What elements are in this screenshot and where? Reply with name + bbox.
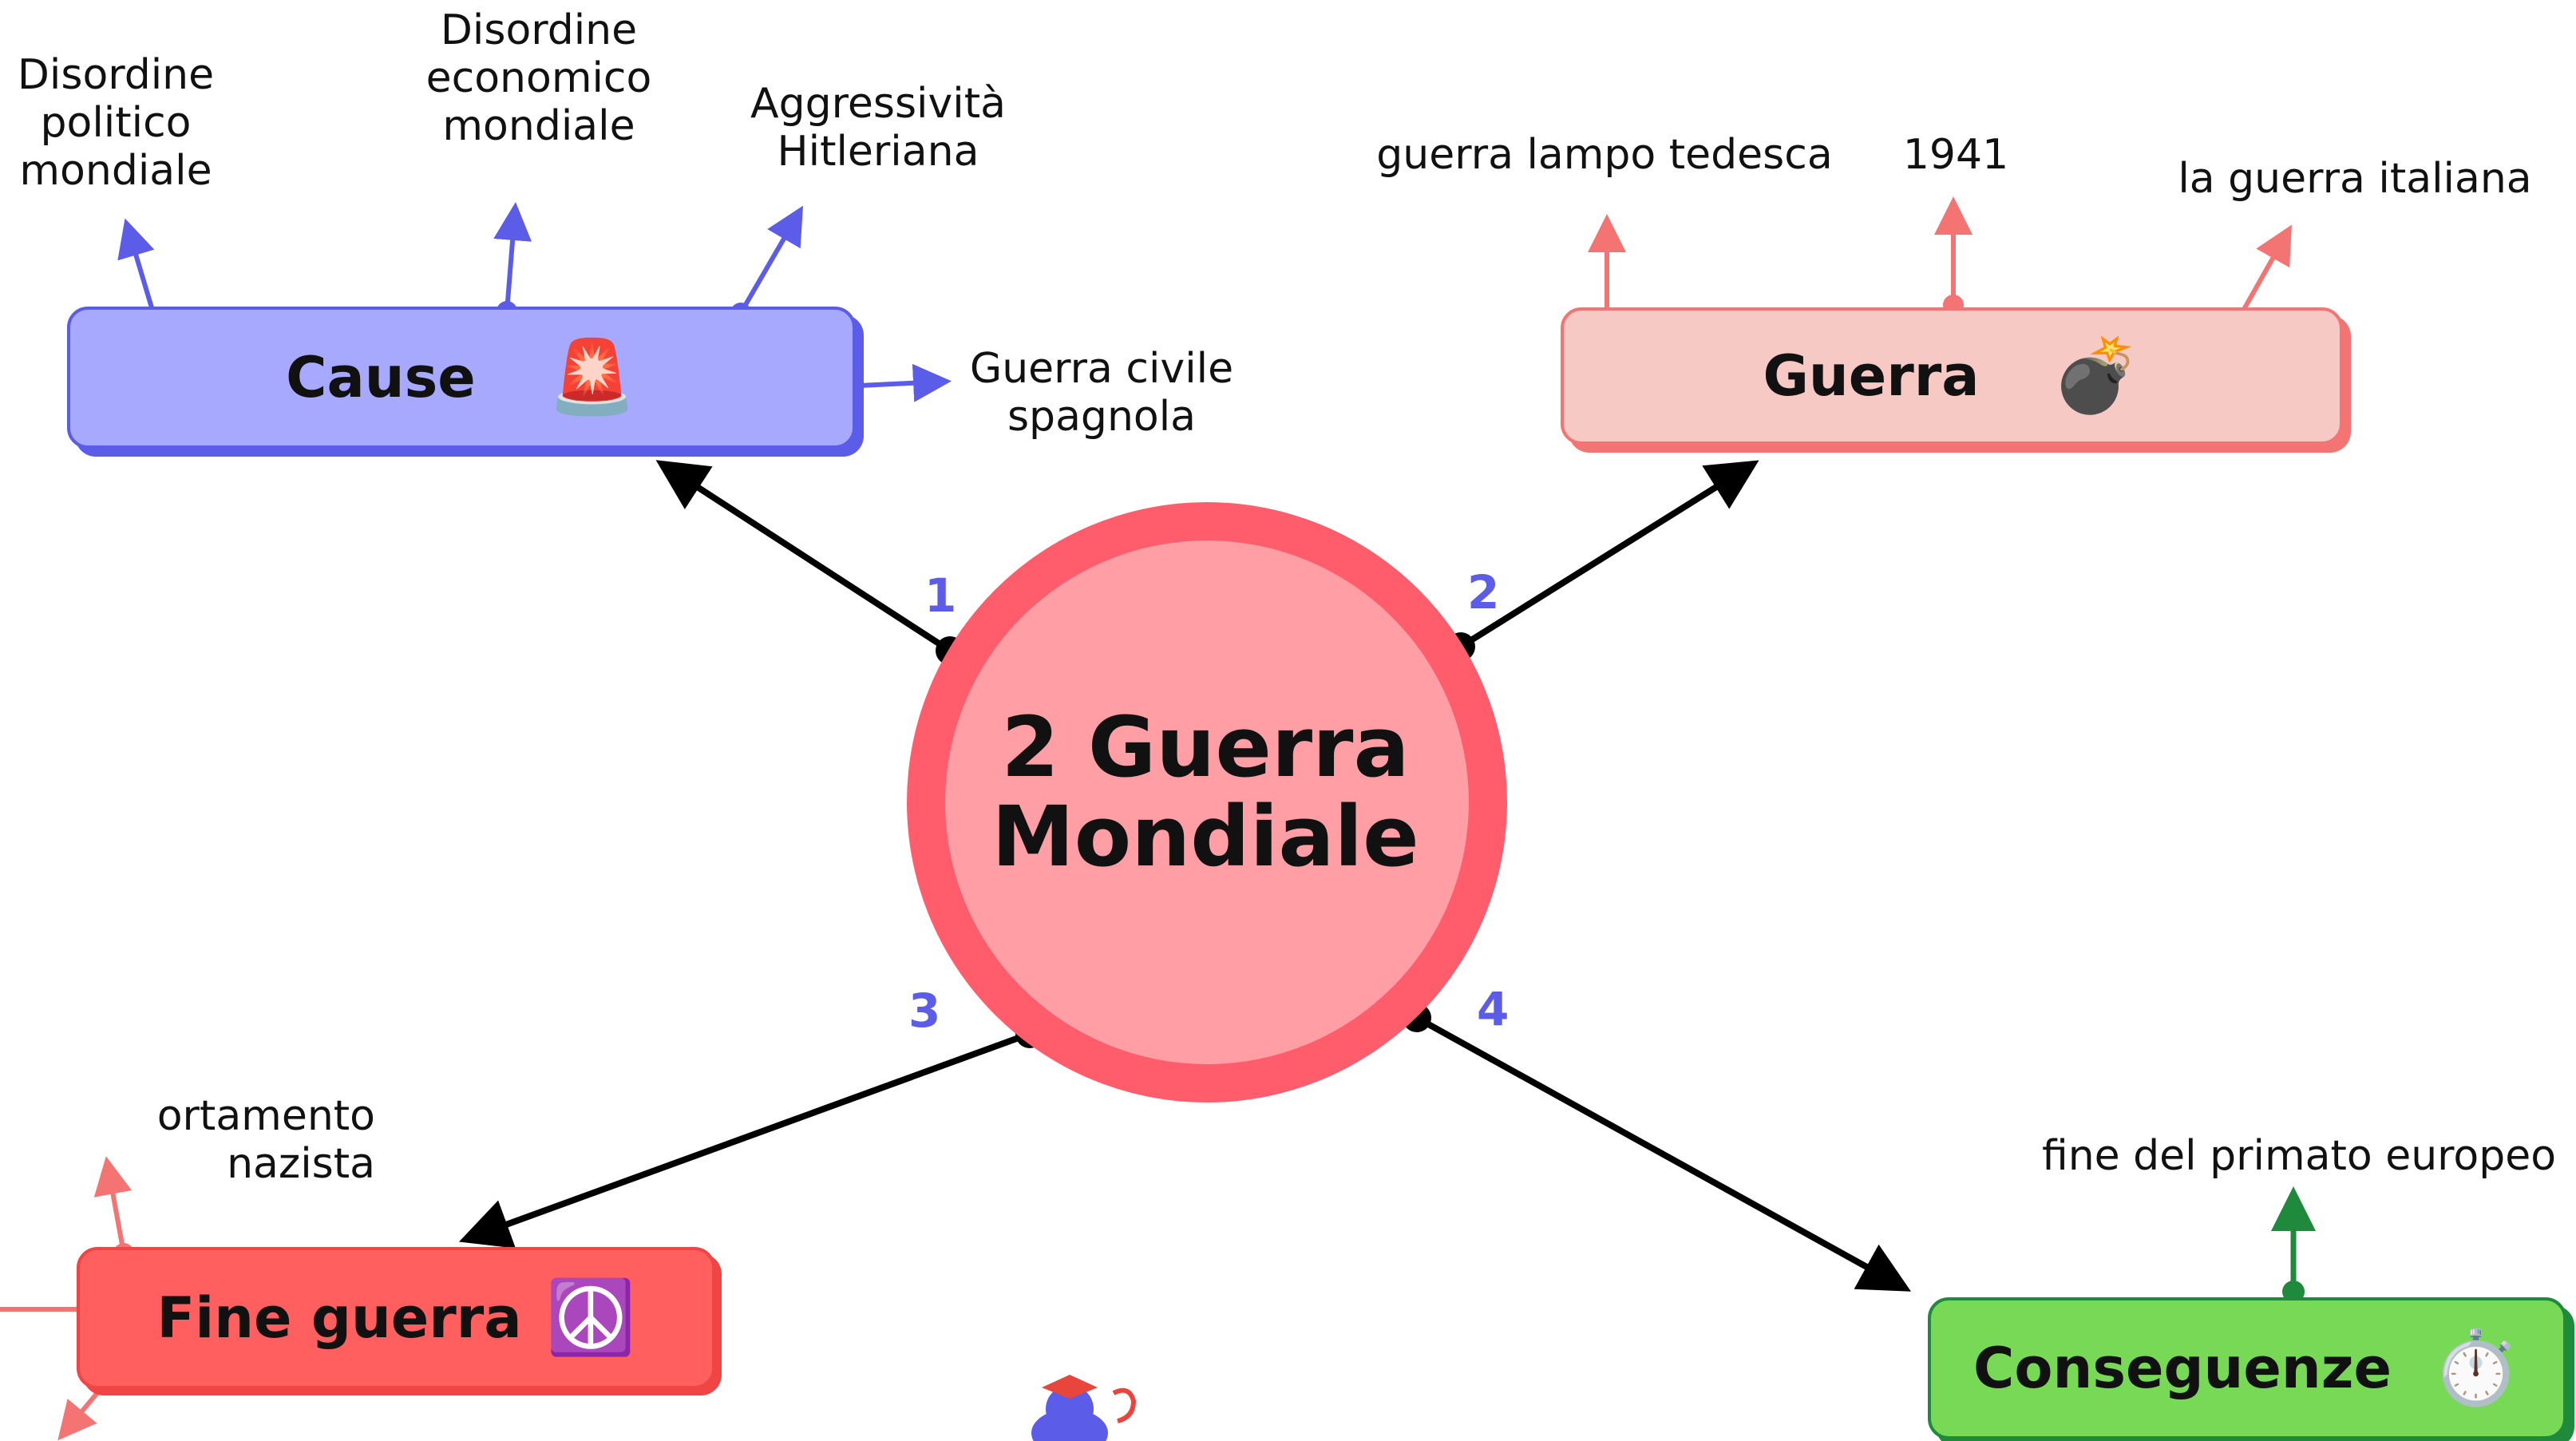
node-guerra[interactable]: Guerra 💣 <box>1561 307 2343 445</box>
stopwatch-icon: ⏱️ <box>2431 1326 2521 1410</box>
connector-fine-guerra <box>458 1031 1031 1249</box>
branch-number-2: 2 <box>1467 565 1500 620</box>
leaf-fine-primato-europeo[interactable]: fine del primato europeo <box>2041 1132 2557 1180</box>
node-conseguenze-label: Conseguenze <box>1973 1336 2392 1401</box>
center-node-title[interactable]: 2 Guerra Mondiale <box>991 699 1419 885</box>
node-cause-label: Cause <box>286 345 476 410</box>
conseguenze-sub-connectors <box>2271 1186 2316 1303</box>
branch-number-3: 3 <box>908 984 941 1038</box>
monkey-mascot-icon <box>1031 1375 1137 1441</box>
connector-conseguenze <box>1415 1015 1911 1292</box>
leaf-guerra-italiana[interactable]: la guerra italiana <box>2178 155 2532 203</box>
leaf-1941[interactable]: 1941 <box>1902 131 2009 179</box>
branch-number-1: 1 <box>924 568 957 623</box>
center-node-fill <box>945 540 1469 1064</box>
leaf-disordine-politico[interactable]: Disordine politico mondiale <box>17 51 215 195</box>
peace-icon: ☮️ <box>545 1276 635 1360</box>
connector-guerra <box>1458 460 1759 650</box>
node-fine-guerra-label: Fine guerra <box>156 1285 522 1351</box>
node-guerra-label: Guerra <box>1763 343 1980 409</box>
branch-number-4: 4 <box>1477 982 1510 1036</box>
leaf-guerra-civile-spagnola[interactable]: Guerra civile spagnola <box>969 345 1234 441</box>
bomb-icon: 💣 <box>2051 334 2141 418</box>
main-connectors <box>458 460 1911 1292</box>
leaf-disordine-economico[interactable]: Disordine economico mondiale <box>425 6 652 150</box>
leaf-guerra-lampo-tedesca[interactable]: guerra lampo tedesca <box>1376 131 1833 179</box>
connector-cause <box>655 460 952 654</box>
node-conseguenze[interactable]: Conseguenze ⏱️ <box>1928 1297 2566 1439</box>
leaf-comportamento-nazista[interactable]: ortamento nazista <box>156 1092 375 1188</box>
node-fine-guerra[interactable]: Fine guerra ☮️ <box>77 1247 715 1389</box>
leaf-aggressivita-hitleriana[interactable]: Aggressività Hitleriana <box>750 80 1006 176</box>
siren-icon: 🚨 <box>547 335 637 419</box>
node-cause[interactable]: Cause 🚨 <box>67 307 856 449</box>
